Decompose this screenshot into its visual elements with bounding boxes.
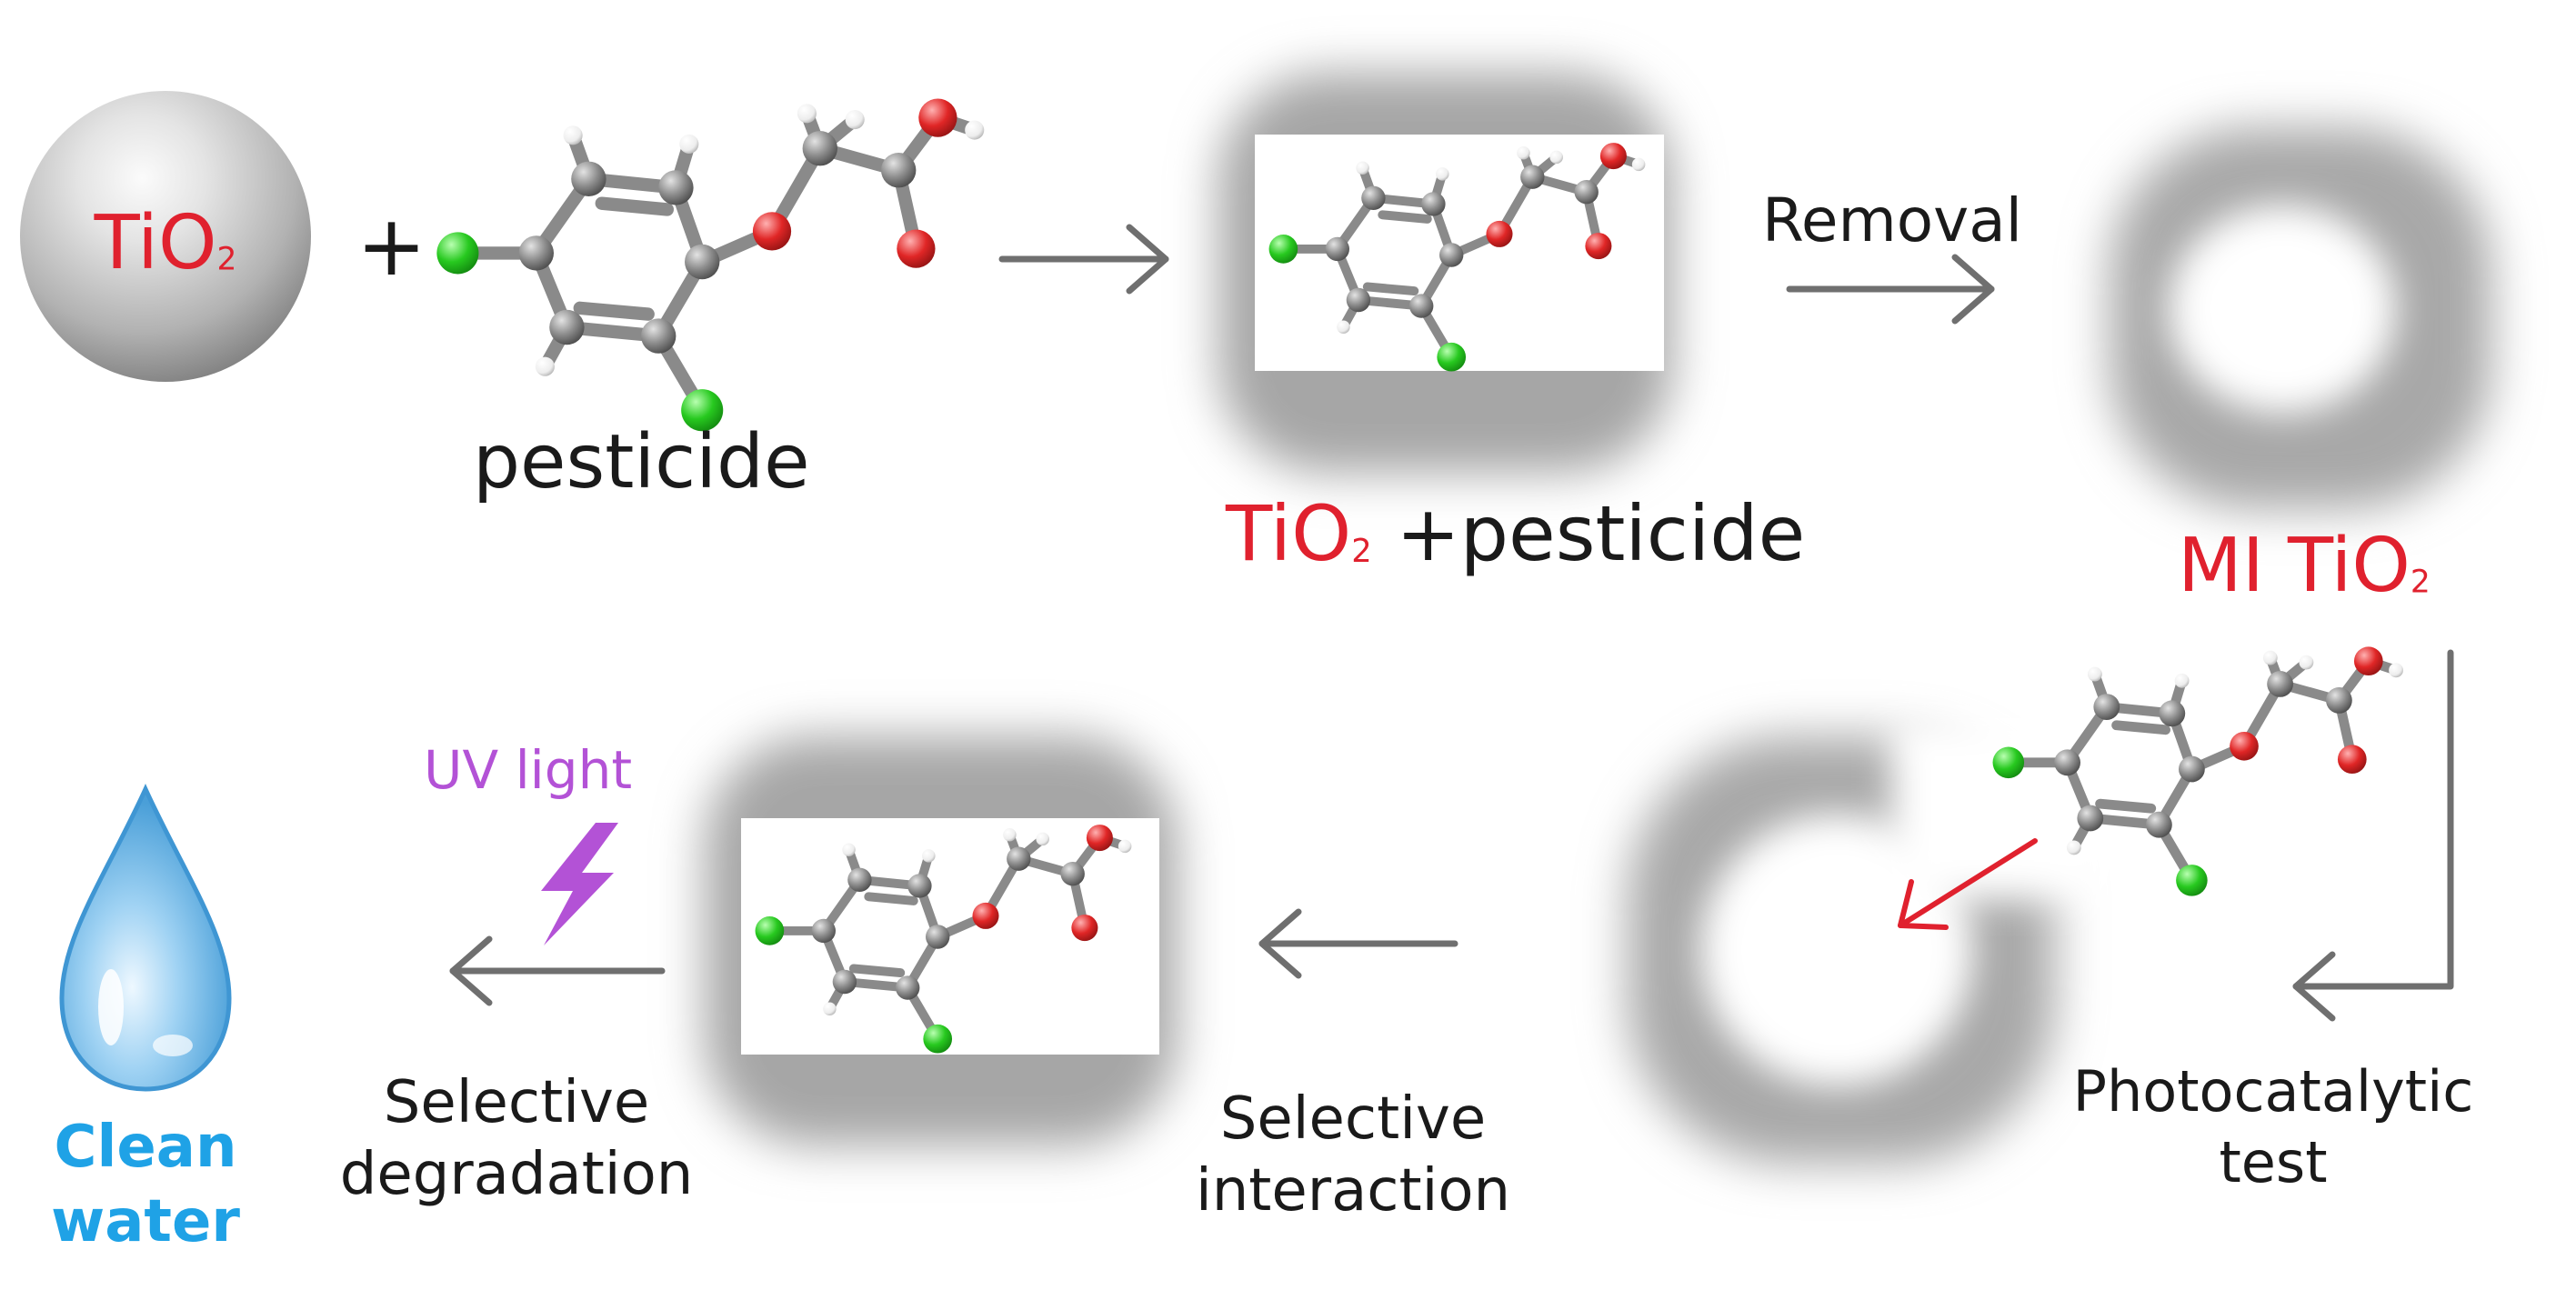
tio2-pesticide-label: TiO2 +pesticide: [1226, 489, 1806, 578]
mi-tio2-label: MI TiO2: [2178, 523, 2431, 609]
selective-degradation-label: Selective degradation: [339, 1069, 694, 1209]
clean-water-label: Clean water: [51, 1114, 240, 1255]
arrow-to-complex: [998, 224, 1169, 295]
removal-label: Removal: [1762, 185, 2023, 255]
tio2-particle-label: TiO2: [94, 200, 237, 286]
water-drop-icon: [59, 783, 232, 1092]
removal-arrow: [1786, 254, 1995, 325]
plus-sign: +: [356, 197, 427, 295]
selective-interaction-arrow: [1258, 908, 1458, 979]
pesticide-label: pesticide: [473, 419, 810, 505]
cavity-film: [1628, 718, 2110, 1164]
selective-interaction-label: Selective interaction: [1195, 1085, 1511, 1225]
mi-tio2-film: [2110, 127, 2491, 509]
uv-light-label: UV light: [424, 739, 633, 801]
photocatalytic-test-label: Photocatalytic test: [2072, 1058, 2474, 1195]
pesticide-molecule: [436, 98, 984, 431]
lightning-bolt-icon: [541, 823, 618, 945]
tio2-particle: TiO2: [20, 91, 311, 382]
photocatalytic-test-arrow: [2292, 649, 2454, 1022]
selective-degradation-arrow: [449, 935, 666, 1006]
binding-red-arrow: [1898, 838, 2038, 930]
